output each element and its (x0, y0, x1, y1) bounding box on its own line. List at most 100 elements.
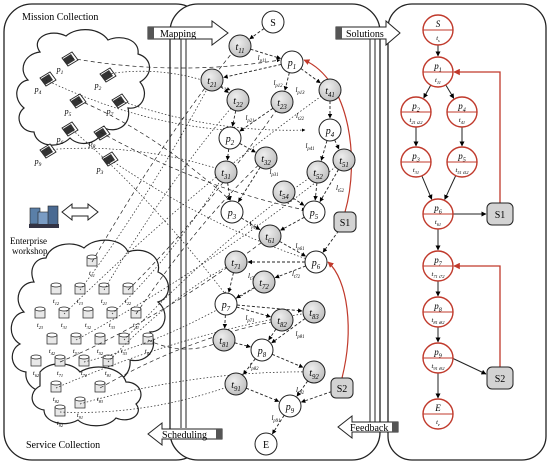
service-cylinder-icon (54, 354, 66, 367)
chain-top-E: E (434, 403, 441, 413)
edge-label-p71: lp71 (245, 314, 254, 324)
service-label-t61: t61 (145, 348, 151, 356)
task-node-t54[interactable]: t54 (272, 180, 296, 204)
subgraph-node-S1[interactable]: S1 (333, 211, 357, 233)
node-label-t51: t51 (339, 156, 349, 169)
task-node-t91[interactable]: t91 (224, 372, 248, 396)
service-label-t92: t92 (57, 420, 64, 428)
node-label-E: E (263, 440, 269, 451)
node-label-S: S (270, 18, 276, 29)
chain-top-p1: p1 (433, 61, 442, 74)
task-node-t61[interactable]: t61 (258, 224, 282, 248)
chain-node-E[interactable]: Ete (422, 398, 454, 430)
service-label-t81: t81 (105, 370, 111, 378)
mission-collection-title: Mission Collection (22, 12, 98, 23)
mission-node-p8[interactable]: p8 (250, 338, 274, 362)
service-label-t51: t51 (73, 348, 79, 356)
edge-label-p21: lp21 (245, 114, 254, 124)
task-node-t22[interactable]: t22 (226, 88, 250, 112)
task-node-t52[interactable]: t52 (306, 160, 330, 184)
service-cylinder-icon (46, 332, 58, 345)
node-label-t83: t83 (309, 308, 319, 321)
chain-top-p5: p5 (457, 151, 466, 164)
service-cylinder-icon (30, 354, 42, 367)
subgraph-node-S2[interactable]: S2 (330, 377, 354, 399)
mission-node-p9[interactable]: p9 (278, 394, 302, 418)
task-node-t72[interactable]: t72 (252, 270, 276, 294)
node-label-t61: t61 (265, 232, 275, 245)
edge-label-p82: lp82 (249, 362, 259, 372)
task-node-t23[interactable]: t23 (270, 90, 294, 114)
service-label-t12: t12 (53, 298, 60, 306)
service-cylinder-icon (74, 282, 86, 295)
chain-subgraph-S1[interactable]: S1 (486, 202, 514, 226)
mission-node-E[interactable]: E (254, 432, 278, 456)
mission-label-p1: p1 (56, 65, 64, 76)
edge-label-p81: lp81 (295, 330, 304, 340)
task-node-t81[interactable]: t81 (212, 328, 236, 352)
task-node-t11[interactable]: t11 (228, 34, 252, 58)
task-node-t31[interactable]: t31 (214, 160, 238, 184)
service-label-t32: t32 (85, 322, 92, 330)
mission-label-p4: p4 (34, 85, 42, 96)
scheduling-arrow[interactable]: Scheduling (147, 421, 223, 447)
edge-label-p31: lp31 (269, 168, 278, 178)
mission-label-p8: p8 (88, 139, 96, 150)
laptop-icon (39, 143, 57, 159)
task-node-t92[interactable]: t92 (302, 360, 326, 384)
service-collection-title: Service Collection (26, 440, 100, 451)
edge-label-p11: lp11 (258, 54, 267, 64)
mission-node-p3[interactable]: p3 (220, 200, 244, 224)
right-edges (413, 45, 501, 399)
workshop-label: workshop (12, 246, 48, 256)
service-cylinder-icon (122, 282, 134, 295)
chain-bottom-p1: t11 (435, 77, 441, 85)
mission-node-p5[interactable]: p5 (302, 200, 326, 224)
node-label-t71: t71 (231, 258, 241, 271)
node-label-p5: p5 (309, 208, 319, 221)
node-label-t81: t81 (219, 336, 229, 349)
node-label-t32: t32 (261, 154, 271, 167)
task-node-t41[interactable]: t41 (318, 78, 342, 102)
node-label-t41: t41 (325, 86, 335, 99)
node-label-t22: t22 (233, 96, 243, 109)
task-node-t21[interactable]: t21 (200, 68, 224, 92)
mission-node-p6[interactable]: p6 (304, 250, 328, 274)
chain-top-p7: p7 (433, 255, 443, 268)
task-node-t71[interactable]: t71 (224, 250, 248, 274)
laptop-icon (69, 93, 87, 109)
chain-bottom-p6: t61 (435, 219, 441, 227)
task-node-t82[interactable]: t82 (270, 308, 294, 332)
mission-node-p7[interactable]: p7 (214, 292, 238, 316)
mission-label-p3: p3 (96, 165, 104, 176)
service-label-t72: t72 (81, 370, 88, 378)
solutions-arrow[interactable]: Solutions (335, 19, 401, 47)
laptop-icon (61, 51, 79, 67)
service-label-t33: t33 (109, 322, 116, 330)
mission-node-S[interactable]: S (261, 10, 285, 34)
mission-node-p2[interactable]: p2 (218, 126, 242, 150)
mission-node-p1[interactable]: p1 (280, 50, 304, 74)
svg-text:Mapping: Mapping (160, 29, 196, 40)
svg-text:S1: S1 (495, 210, 506, 221)
chain-bottom-E: te (436, 419, 440, 427)
task-node-t32[interactable]: t32 (254, 146, 278, 170)
chain-node-S[interactable]: Sts (422, 14, 454, 46)
mapping-arrow[interactable]: Mapping (147, 20, 229, 46)
node-label-t72: t72 (259, 278, 269, 291)
mission-node-p4[interactable]: p4 (318, 118, 342, 142)
edge-label-t22: lt22 (296, 112, 305, 122)
feedback-arrow[interactable]: Feedback (337, 414, 399, 440)
task-node-t51[interactable]: t51 (332, 148, 356, 172)
chain-subgraph-S2[interactable]: S2 (486, 366, 514, 390)
task-node-t83[interactable]: t83 (302, 300, 326, 324)
